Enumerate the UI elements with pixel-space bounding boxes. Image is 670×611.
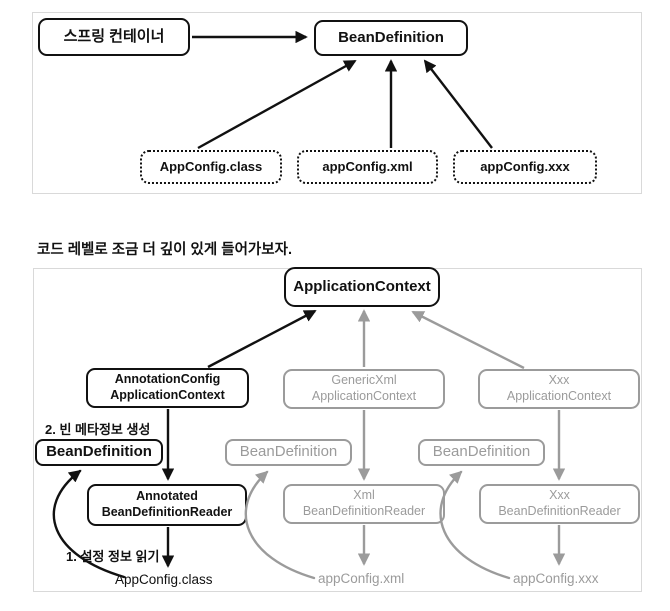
- xxx-reader-box: Xxx BeanDefinitionReader: [479, 484, 640, 524]
- bean-definition-box-black: BeanDefinition: [35, 439, 163, 466]
- config-file-appconfig-class: AppConfig.class: [115, 572, 213, 587]
- bean-definition-label: BeanDefinition: [239, 443, 338, 461]
- bean-definition-box-top: BeanDefinition: [314, 20, 468, 56]
- reader-line2: BeanDefinitionReader: [302, 504, 426, 518]
- config-file-appconfig-xml: appConfig.xml: [318, 571, 405, 586]
- bean-definition-box-gray-xml: BeanDefinition: [225, 439, 352, 466]
- source-box-appconfig-xxx: appConfig.xxx: [453, 150, 597, 184]
- reader-line2: BeanDefinitionReader: [498, 504, 621, 518]
- source-label: AppConfig.class: [159, 158, 263, 174]
- genericxml-context-box: GenericXml ApplicationContext: [283, 369, 445, 409]
- step1-label: 1. 설정 정보 읽기: [66, 549, 160, 564]
- diagram2-container: [33, 268, 642, 592]
- annotated-reader-box: Annotated BeanDefinitionReader: [87, 484, 247, 526]
- context-line2: ApplicationContext: [110, 388, 225, 402]
- source-label: appConfig.xml: [322, 158, 413, 174]
- source-box-appconfig-class: AppConfig.class: [140, 150, 282, 184]
- spring-container-label: 스프링 컨테이너: [63, 27, 165, 45]
- source-label: appConfig.xxx: [480, 158, 570, 174]
- reader-line1: Xml: [353, 488, 375, 503]
- context-line1: AnnotationConfig: [114, 372, 221, 387]
- application-context-box: ApplicationContext: [284, 267, 440, 307]
- reader-line1: Xxx: [549, 488, 570, 503]
- reader-line2: BeanDefinitionReader: [101, 505, 233, 519]
- xxx-context-box: Xxx ApplicationContext: [478, 369, 640, 409]
- bean-definition-label: BeanDefinition: [432, 443, 531, 461]
- xml-reader-box: Xml BeanDefinitionReader: [283, 484, 445, 524]
- source-box-appconfig-xml: appConfig.xml: [297, 150, 438, 184]
- config-file-appconfig-xxx: appConfig.xxx: [513, 571, 599, 586]
- bean-definition-label-top: BeanDefinition: [338, 28, 444, 46]
- section-caption: 코드 레벨로 조금 더 깊이 있게 들어가보자.: [37, 242, 292, 258]
- context-line1: GenericXml: [331, 373, 397, 388]
- context-line1: Xxx: [548, 373, 570, 388]
- annotation-config-context-box: AnnotationConfig ApplicationContext: [86, 368, 249, 408]
- reader-line1: Annotated: [136, 489, 198, 504]
- context-line2: ApplicationContext: [506, 389, 612, 403]
- spring-container-box: 스프링 컨테이너: [38, 18, 190, 56]
- application-context-label: ApplicationContext: [293, 277, 431, 295]
- bean-definition-label: BeanDefinition: [46, 443, 152, 461]
- bean-definition-box-gray-xxx: BeanDefinition: [418, 439, 545, 466]
- context-line2: ApplicationContext: [311, 389, 417, 403]
- step2-label: 2. 빈 메타정보 생성: [45, 422, 151, 437]
